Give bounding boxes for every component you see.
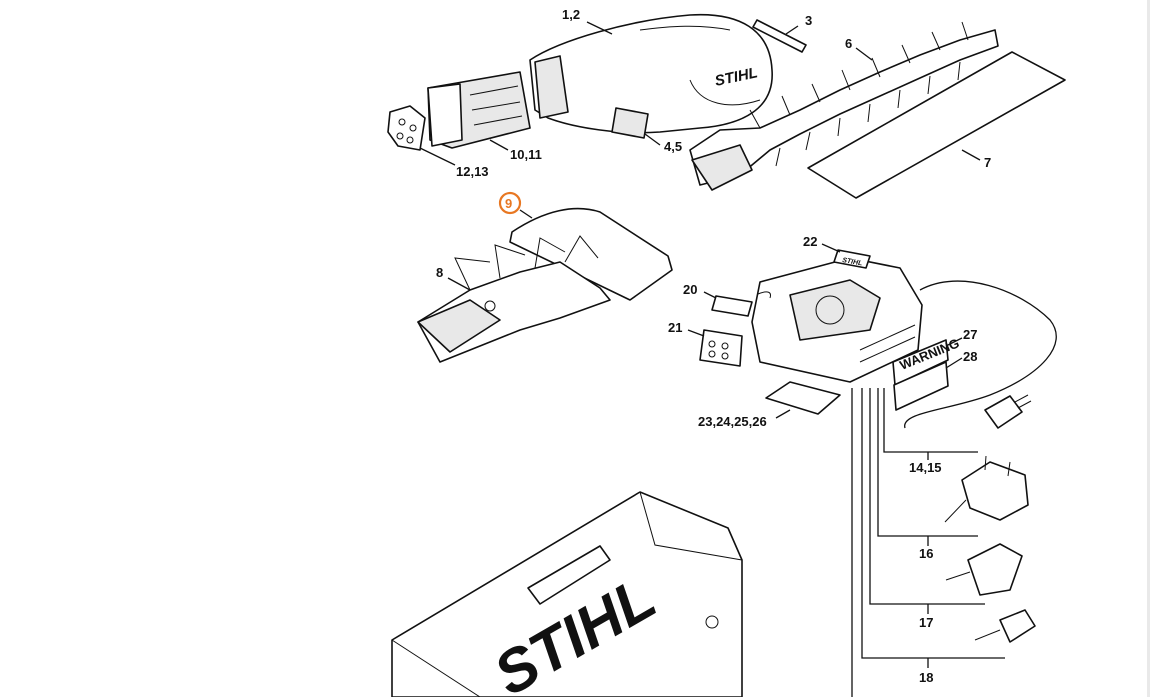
callout-9[interactable]: 9 (505, 196, 512, 211)
highlight-ring-9 (498, 191, 522, 215)
callout-20[interactable]: 20 (683, 282, 697, 297)
hedge-blade-part[interactable] (689, 21, 999, 191)
carrying-case-part[interactable]: STIHL (391, 491, 743, 697)
callout-7[interactable]: 7 (984, 155, 991, 170)
callout-12-13[interactable]: 12,13 (456, 164, 489, 179)
callout-3[interactable]: 3 (805, 13, 812, 28)
callout-22[interactable]: 22 (803, 234, 817, 249)
callout-1-2[interactable]: 1,2 (562, 7, 580, 22)
charger-label-part[interactable]: STIHL (833, 249, 871, 269)
callout-14-15[interactable]: 14,15 (909, 460, 942, 475)
charger-label-logo: STIHL (842, 257, 863, 267)
trimmer-body-part[interactable]: STIHL (529, 13, 773, 134)
callout-labels: 1,2 3 6 4,5 10,11 12,13 7 9 8 22 20 21 2… (436, 7, 991, 685)
variant-bracket-lines (851, 388, 1005, 697)
instruction-plate-part[interactable] (893, 361, 949, 411)
safety-card-part[interactable] (699, 329, 743, 367)
manual-sheets-part[interactable] (765, 381, 841, 415)
callout-27[interactable]: 27 (963, 327, 977, 342)
battery-cover-plate-part[interactable] (387, 105, 426, 151)
page-edge (1147, 0, 1150, 697)
leader-lines (419, 21, 981, 668)
callout-10-11[interactable]: 10,11 (510, 147, 542, 162)
rating-label-part[interactable] (611, 107, 649, 139)
strip-part[interactable] (752, 19, 807, 53)
warning-icon-label-part[interactable] (711, 291, 771, 317)
callout-17[interactable]: 17 (919, 615, 933, 630)
callout-6[interactable]: 6 (845, 36, 852, 51)
battery-pack-part[interactable] (427, 71, 531, 149)
blade-guard-part[interactable] (807, 51, 1066, 199)
plug-us-part[interactable] (974, 609, 1036, 643)
plug-eu-part[interactable] (984, 394, 1032, 429)
shrub-blade-part[interactable] (417, 235, 611, 363)
callout-23-24-25-26[interactable]: 23,24,25,26 (698, 414, 767, 429)
shrub-blade-guard-part[interactable] (509, 207, 673, 301)
charger-cord (904, 280, 1057, 429)
callout-21[interactable]: 21 (668, 320, 682, 335)
callout-16[interactable]: 16 (919, 546, 933, 561)
callout-18[interactable]: 18 (919, 670, 933, 685)
callout-4-5[interactable]: 4,5 (664, 139, 682, 154)
plug-uk-part[interactable] (944, 455, 1029, 523)
callout-28[interactable]: 28 (963, 349, 977, 364)
callout-8[interactable]: 8 (436, 265, 443, 280)
plug-au-part[interactable] (945, 543, 1023, 596)
